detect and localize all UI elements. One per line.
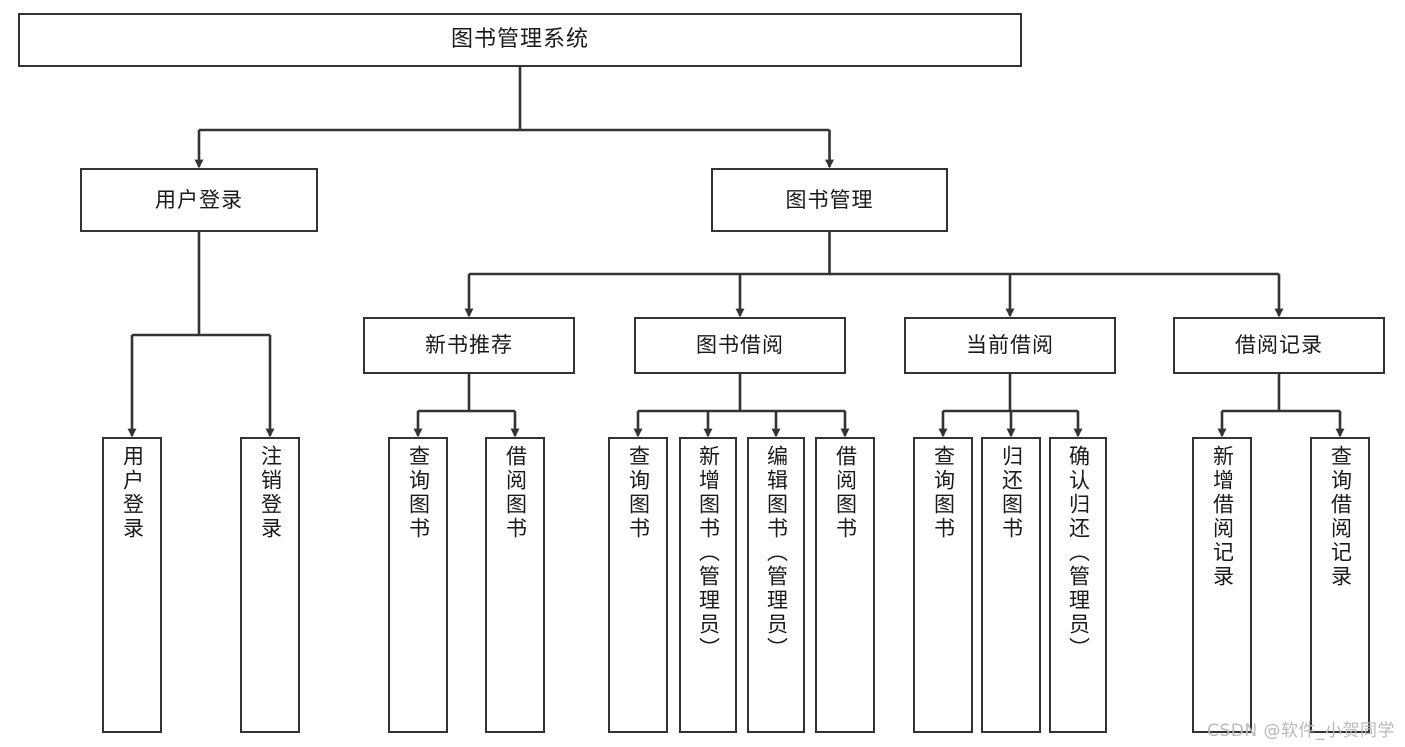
node-user-login-label: 用户登录: [155, 187, 243, 212]
node-current-borrow[interactable]: 当前借阅: [904, 317, 1116, 374]
node-new-book-recommend-label: 新书推荐: [425, 333, 513, 358]
node-root[interactable]: 图书管理系统: [18, 13, 1022, 67]
csdn-watermark: CSDN @软件_小贺同学: [1207, 721, 1395, 741]
node-leaf-logout-label: 注销登录: [258, 445, 283, 541]
node-leaf-query-book-1[interactable]: 查询图书: [388, 437, 448, 733]
node-leaf-query-book-1-label: 查询图书: [406, 445, 431, 541]
node-book-borrow[interactable]: 图书借阅: [634, 317, 846, 374]
node-leaf-borrow-book-2[interactable]: 借阅图书: [815, 437, 875, 733]
node-borrow-record-label: 借阅记录: [1235, 333, 1323, 358]
node-book-manage[interactable]: 图书管理: [711, 168, 948, 232]
node-leaf-confirm-return[interactable]: 确认归还（管理员）: [1049, 437, 1107, 733]
node-leaf-query-record-label: 查询借阅记录: [1328, 445, 1353, 589]
node-leaf-query-record[interactable]: 查询借阅记录: [1310, 437, 1370, 733]
node-leaf-add-record[interactable]: 新增借阅记录: [1192, 437, 1252, 733]
node-leaf-user-login-label: 用户登录: [120, 445, 145, 541]
node-new-book-recommend[interactable]: 新书推荐: [363, 317, 575, 374]
node-current-borrow-label: 当前借阅: [966, 333, 1054, 358]
node-leaf-edit-book[interactable]: 编辑图书（管理员）: [747, 437, 805, 733]
node-leaf-borrow-book-1[interactable]: 借阅图书: [485, 437, 545, 733]
node-leaf-query-book-3[interactable]: 查询图书: [913, 437, 973, 733]
node-leaf-query-book-3-label: 查询图书: [931, 445, 956, 541]
node-leaf-return-book[interactable]: 归还图书: [981, 437, 1041, 733]
node-book-borrow-label: 图书借阅: [696, 333, 784, 358]
node-leaf-query-book-2[interactable]: 查询图书: [608, 437, 668, 733]
node-book-manage-label: 图书管理: [785, 187, 874, 212]
node-leaf-query-book-2-label: 查询图书: [626, 445, 651, 541]
node-leaf-logout[interactable]: 注销登录: [240, 437, 300, 733]
node-leaf-user-login[interactable]: 用户登录: [102, 437, 162, 733]
node-leaf-borrow-book-2-label: 借阅图书: [833, 445, 858, 541]
node-leaf-add-book-label: 新增图书（管理员）: [696, 445, 721, 661]
node-leaf-borrow-book-1-label: 借阅图书: [503, 445, 528, 541]
node-borrow-record[interactable]: 借阅记录: [1173, 317, 1385, 374]
node-leaf-edit-book-label: 编辑图书（管理员）: [764, 445, 789, 661]
node-root-label: 图书管理系统: [450, 27, 589, 53]
node-leaf-add-book[interactable]: 新增图书（管理员）: [679, 437, 737, 733]
node-user-login[interactable]: 用户登录: [80, 168, 318, 232]
node-leaf-return-book-label: 归还图书: [999, 445, 1024, 541]
node-leaf-add-record-label: 新增借阅记录: [1210, 445, 1235, 589]
node-leaf-confirm-return-label: 确认归还（管理员）: [1066, 445, 1091, 661]
